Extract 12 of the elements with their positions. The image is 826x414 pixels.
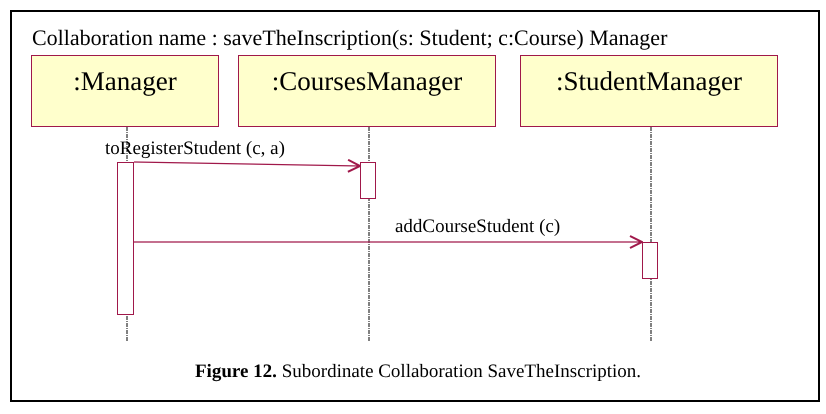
- lifeline-box: :StudentManager: [520, 55, 778, 127]
- edge-label: toRegisterStudent (c, a): [105, 139, 285, 159]
- lifeline-box: :CoursesManager: [238, 55, 496, 127]
- edge-label: addCourseStudent (c): [395, 217, 560, 237]
- activation-bar: [360, 162, 376, 199]
- figure-caption: Figure 12. Subordinate Collaboration SaveTheInscription.: [194, 362, 642, 382]
- message-arrow: [134, 235, 643, 249]
- activation-bar: [642, 242, 658, 279]
- diagram-title: Collaboration name : saveTheInscription(s: Student; c:Course) Manager: [32, 28, 668, 48]
- lifeline-box: :Manager: [31, 55, 219, 127]
- activation-bar: [117, 162, 134, 315]
- message-arrow: [134, 158, 361, 173]
